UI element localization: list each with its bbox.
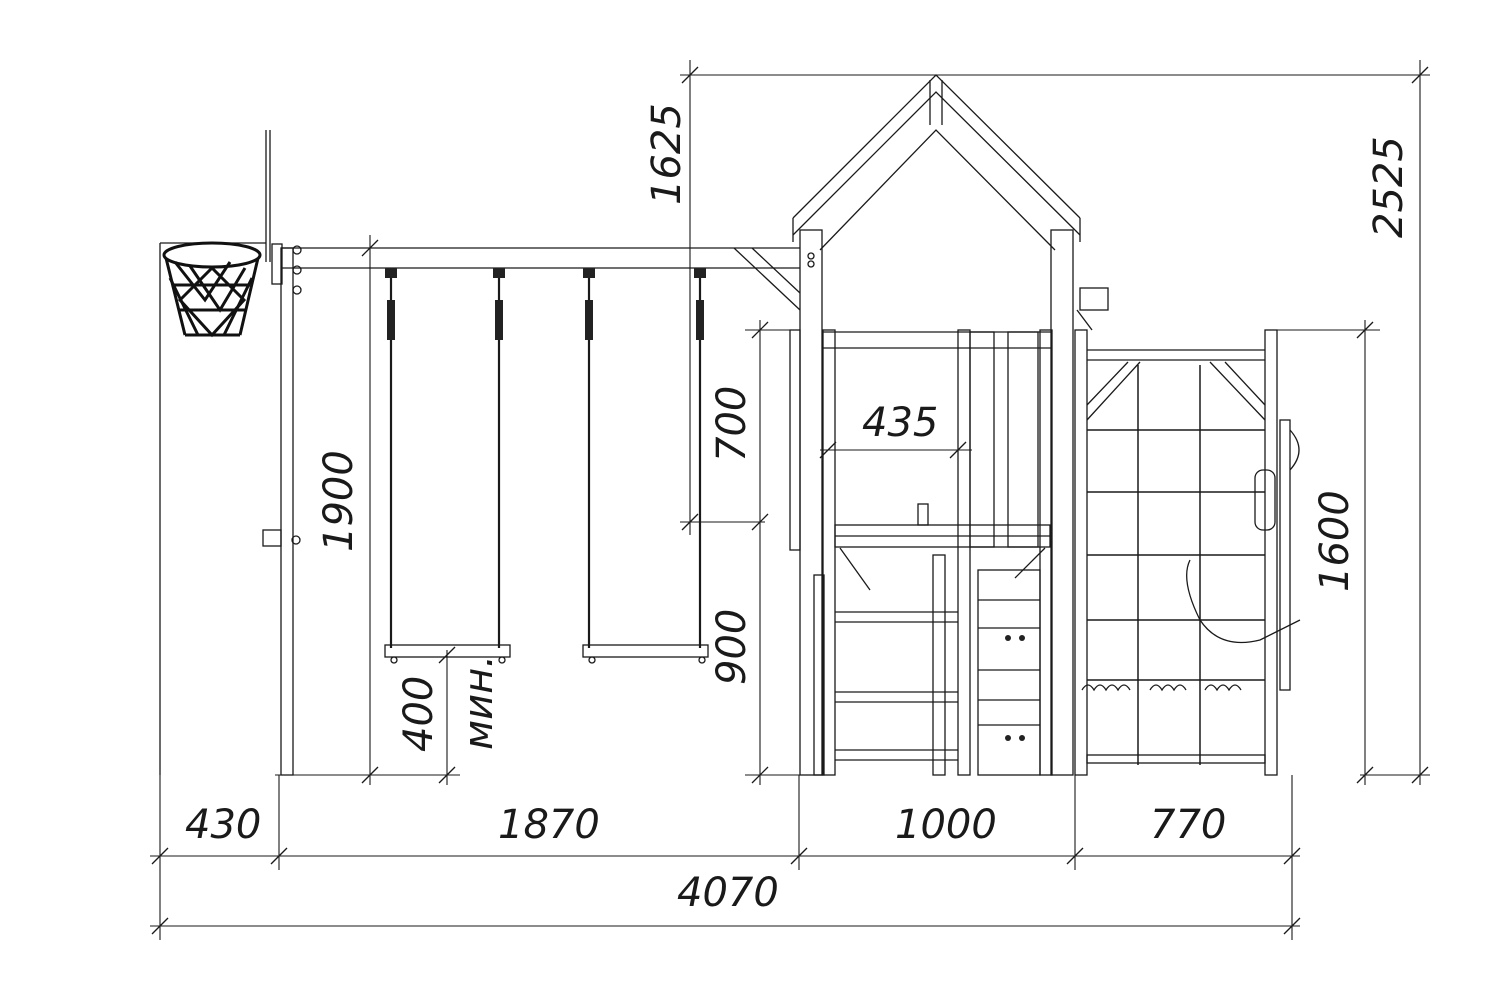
dim-1900: 1900 — [316, 450, 362, 552]
dim-700: 700 — [709, 386, 755, 462]
dim-400: 400 — [396, 676, 442, 752]
dim-1870: 1870 — [498, 802, 600, 848]
dimension-labels: 430 1870 1000 770 4070 435 1625 2525 190… — [185, 103, 1412, 916]
dim-1600: 1600 — [1312, 490, 1358, 592]
dim-430: 430 — [185, 802, 261, 848]
dimension-lines — [150, 60, 1430, 940]
dim-435: 435 — [862, 400, 938, 446]
dim-1625: 1625 — [644, 103, 690, 205]
basketball-net — [162, 241, 262, 338]
tower — [789, 74, 1081, 776]
basketball-hoop — [159, 130, 302, 775]
dim-2525: 2525 — [1366, 136, 1412, 238]
dim-770: 770 — [1150, 802, 1226, 848]
dim-4070: 4070 — [677, 870, 779, 916]
dim-1000: 1000 — [895, 802, 997, 848]
swing-right — [582, 268, 709, 664]
swing-left — [384, 268, 511, 664]
dim-900: 900 — [709, 609, 755, 685]
dim-min-label: мин. — [456, 655, 502, 750]
climbing-net-section — [1074, 287, 1301, 776]
